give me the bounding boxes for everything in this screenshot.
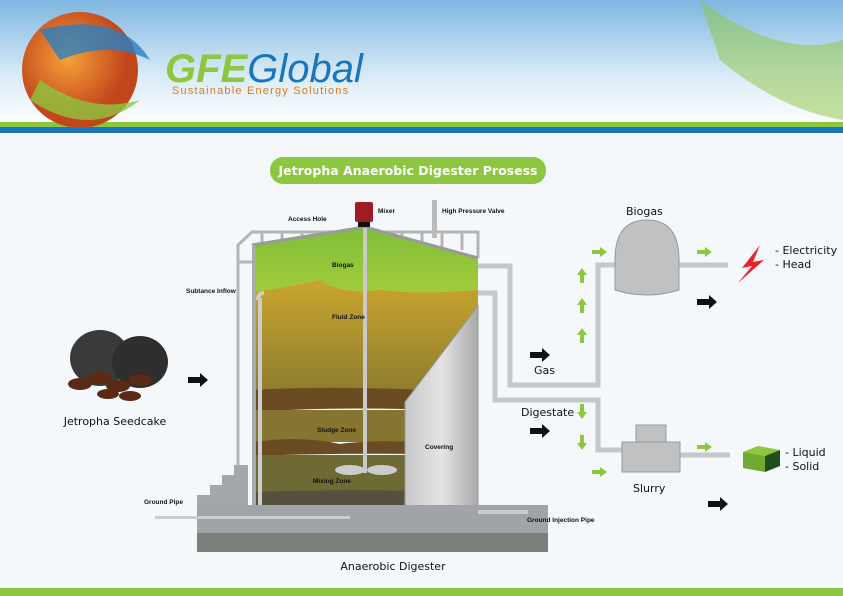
label-access-hole: Access Hole — [288, 216, 327, 223]
header-background — [0, 0, 843, 126]
lightning-icon — [738, 245, 764, 283]
pipes — [478, 262, 730, 458]
diagram-title: Jetropha Anaerobic Digester Prosess — [278, 163, 538, 178]
label-fluid-zone: Fluid Zone — [332, 314, 365, 321]
footer-bar — [0, 588, 843, 596]
label-liquid: - Liquid — [785, 446, 826, 459]
slurry-tank — [621, 424, 681, 473]
label-digestate: Digestate — [521, 406, 574, 419]
label-mixing-zone: Mixing Zone — [313, 478, 351, 485]
label-mixer: Mixer — [378, 208, 395, 215]
biogas-tank — [614, 219, 680, 296]
tagline: Sustainable Energy Solutions — [172, 85, 349, 97]
label-biogas: Biogas — [626, 205, 663, 218]
black-arrows — [188, 295, 728, 511]
label-slurry: Slurry — [633, 482, 666, 495]
brand-logo: GFEGlobal — [165, 47, 364, 91]
label-seedcake: Jetropha Seedcake — [63, 415, 167, 428]
title-pill — [270, 157, 546, 184]
label-solid: - Solid — [785, 460, 819, 473]
green-arrows — [577, 247, 712, 477]
seedcake-icon — [68, 330, 168, 401]
mixer-icon — [355, 202, 373, 222]
stairs — [197, 465, 248, 505]
label-ground-injection-pipe: Ground Injection Pipe — [527, 517, 595, 524]
label-high-pressure-valve: High Pressure Valve — [442, 208, 505, 215]
cube-icon — [743, 446, 780, 472]
label-gas: Gas — [534, 364, 555, 377]
globe-logo-icon — [22, 12, 150, 128]
label-anaerobic-digester: Anaerobic Digester — [340, 560, 446, 573]
label-ground-pipe: Ground Pipe — [144, 499, 183, 506]
label-covering: Covering — [425, 444, 453, 451]
label-substance-inflow: Subtance Inflow — [186, 288, 237, 295]
high-pressure-valve-icon — [432, 200, 437, 238]
label-head: - Head — [775, 258, 811, 271]
label-sludge-zone: Sludge Zone — [317, 427, 356, 434]
label-biogas-zone: Biogas — [332, 262, 354, 269]
label-electricity: - Electricity — [775, 244, 838, 257]
